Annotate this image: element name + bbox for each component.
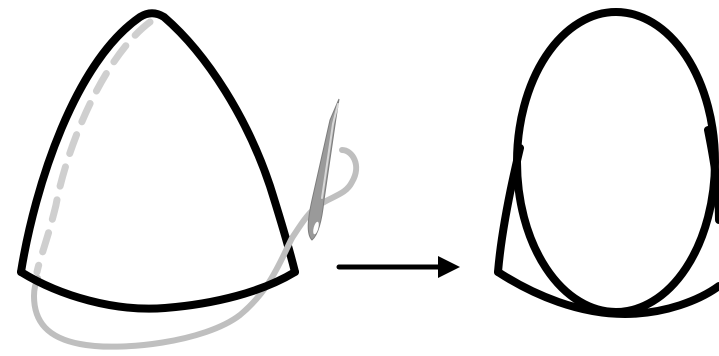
after-stitching-panel bbox=[498, 12, 719, 314]
sewing-needle-icon bbox=[308, 99, 339, 240]
right-arrow-icon bbox=[339, 256, 460, 278]
oval-outline bbox=[517, 12, 715, 312]
before-stitching-panel bbox=[21, 13, 356, 346]
fabric-piece-outline bbox=[21, 13, 295, 272]
left-side-arc bbox=[498, 148, 520, 272]
